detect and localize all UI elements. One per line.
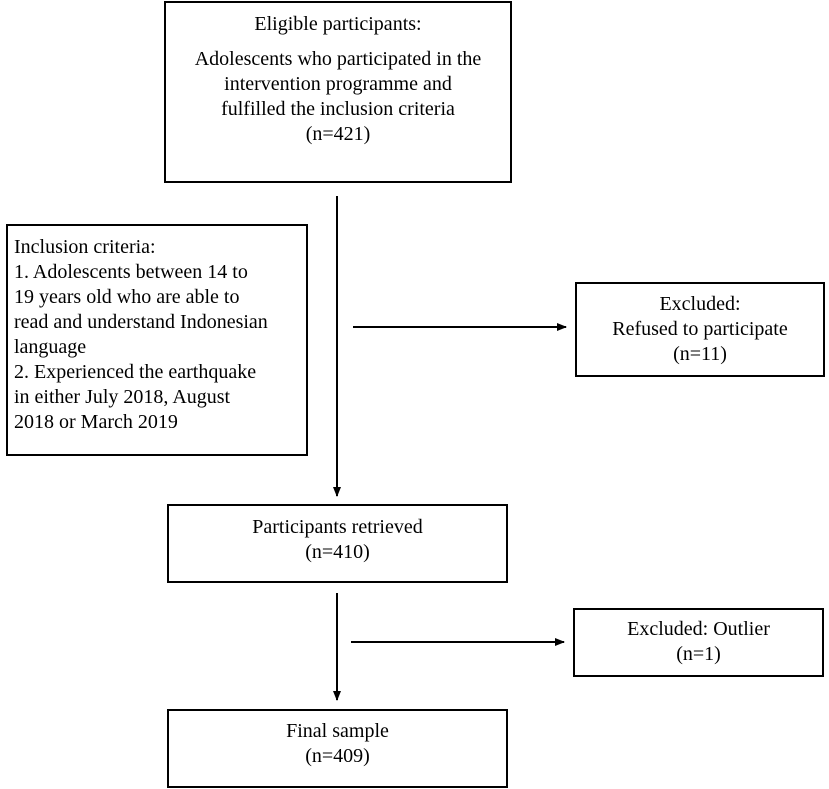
excluded-refused-heading: Excluded:	[659, 293, 741, 315]
final-sample-box: Final sample (n=409)	[167, 709, 508, 788]
eligible-count: (n=421)	[305, 123, 371, 145]
participants-retrieved-box: Participants retrieved (n=410)	[167, 504, 508, 583]
inclusion-heading: Inclusion criteria:	[14, 236, 156, 258]
excluded-outlier-heading: Excluded: Outlier	[627, 618, 770, 640]
excluded-refused-reason: Refused to participate	[612, 318, 788, 340]
excluded-outlier-count: (n=1)	[676, 643, 721, 665]
eligible-line-2: intervention programme and	[224, 73, 452, 95]
final-count: (n=409)	[305, 745, 370, 767]
excluded-refused-box: Excluded: Refused to participate (n=11)	[575, 282, 825, 377]
eligible-line-1: Adolescents who participated in the	[194, 48, 482, 70]
inclusion-line-5: 2. Experienced the earthquake	[14, 361, 257, 383]
inclusion-line-4: language	[14, 336, 87, 358]
inclusion-line-3: read and understand Indonesian	[14, 311, 268, 333]
eligible-participants-box: Eligible participants: Adolescents who p…	[164, 1, 512, 183]
eligible-heading: Eligible participants:	[254, 13, 422, 35]
inclusion-line-2: 19 years old who are able to	[14, 286, 240, 308]
excluded-refused-count: (n=11)	[673, 343, 727, 365]
final-heading: Final sample	[286, 720, 389, 742]
inclusion-line-1: 1. Adolescents between 14 to	[14, 261, 248, 283]
inclusion-line-7: 2018 or March 2019	[14, 411, 178, 433]
retrieved-heading: Participants retrieved	[252, 516, 423, 538]
excluded-outlier-box: Excluded: Outlier (n=1)	[573, 608, 824, 677]
eligible-line-3: fulfilled the inclusion criteria	[221, 98, 455, 120]
retrieved-count: (n=410)	[305, 541, 370, 563]
inclusion-criteria-box: Inclusion criteria: 1. Adolescents betwe…	[6, 224, 308, 456]
inclusion-line-6: in either July 2018, August	[14, 386, 231, 408]
